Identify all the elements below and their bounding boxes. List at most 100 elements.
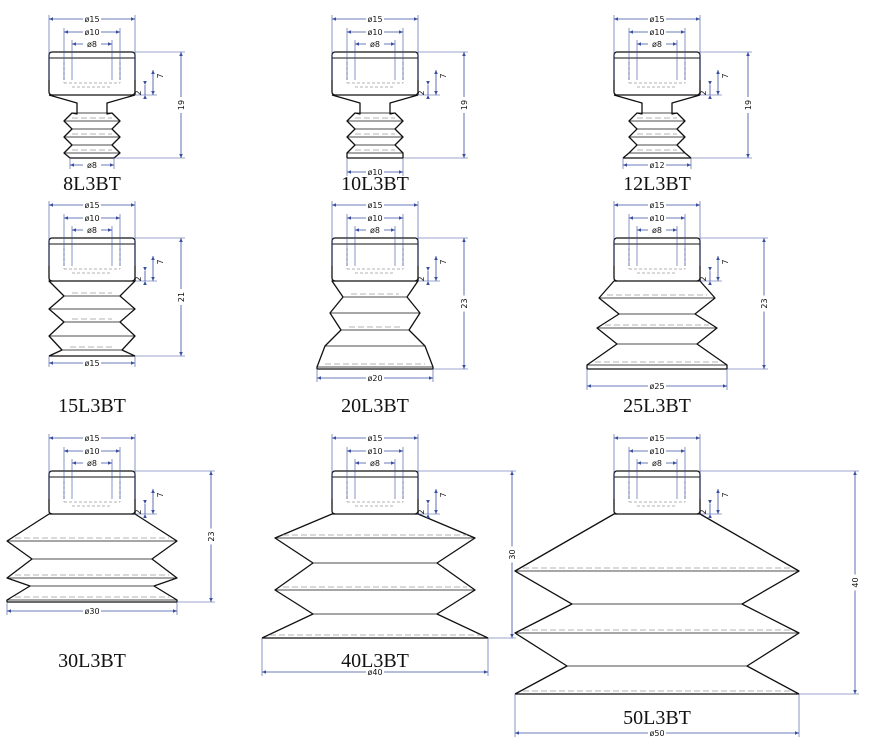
dimension-arrowhead <box>355 228 359 232</box>
dimension-top-diameter-label: ø15 <box>367 434 382 443</box>
dimension-top-diameter-label: ø15 <box>649 15 664 24</box>
dimension-arrowhead <box>762 365 766 369</box>
dimension-top-diameter-label-bg <box>83 433 101 441</box>
dimension-arrowhead <box>696 17 700 21</box>
dimension-arrowhead <box>687 163 691 167</box>
dimension-inner-diameter-label-bg <box>648 458 666 466</box>
bellows-outline-right <box>119 280 136 357</box>
bellows-outline-left <box>6 513 53 602</box>
dimension-arrowhead <box>179 238 183 242</box>
dimension-arrowhead <box>143 95 147 99</box>
dimension-arrowhead <box>151 489 155 493</box>
dimension-arrowhead <box>681 216 685 220</box>
dimension-top-diameter-label-bg <box>366 200 384 208</box>
dimension-inner-diameter-label: ø8 <box>652 40 662 49</box>
model-caption: 8L3BT <box>63 173 121 195</box>
dimension-7-label: 7 <box>721 492 730 497</box>
dimension-arrowhead <box>131 17 135 21</box>
dimension-arrowhead <box>614 436 618 440</box>
height-label-bg <box>507 546 517 563</box>
dimension-inner-diameter-label-bg <box>648 225 666 233</box>
dimension-arrowhead <box>116 30 120 34</box>
dimension-arrowhead <box>762 238 766 242</box>
dimension-arrowhead <box>426 500 430 504</box>
bellows-outline-left <box>331 94 361 158</box>
dimension-arrowhead <box>179 52 183 56</box>
dimension-arrowhead <box>434 70 438 74</box>
dimension-arrowhead <box>391 228 395 232</box>
dimension-arrowhead <box>347 30 351 34</box>
dimension-mid-diameter-label-bg <box>366 213 384 221</box>
dimension-base-diameter-label: ø50 <box>649 729 664 738</box>
dimension-arrowhead <box>143 514 147 518</box>
dimension-arrowhead <box>143 500 147 504</box>
cup-cap-outline <box>331 470 419 515</box>
dimension-arrowhead <box>72 42 76 46</box>
dimension-2-label: 2 <box>699 276 708 281</box>
dimension-arrowhead <box>434 256 438 260</box>
dimension-arrowhead <box>209 598 213 602</box>
bellows-outline-right <box>389 94 419 158</box>
dimension-height-label: 23 <box>460 298 469 308</box>
dimension-arrowhead <box>332 203 336 207</box>
dimension-height-label: 23 <box>207 531 216 541</box>
dimension-mid-diameter-label-bg <box>83 27 101 35</box>
height-label-bg <box>459 97 469 113</box>
model-caption: 10L3BT <box>341 173 409 195</box>
dimension-arrowhead <box>143 267 147 271</box>
dimension-height-label: 19 <box>744 100 753 110</box>
dimension-inner-diameter-label-bg <box>366 225 384 233</box>
dimension-base-diameter-label: ø20 <box>367 374 382 383</box>
dimension-7-label: 7 <box>439 73 448 78</box>
dimension-base-diameter-label: ø25 <box>649 382 664 391</box>
model-caption: 30L3BT <box>58 650 126 672</box>
dimension-arrowhead <box>614 17 618 21</box>
dimension-base-diameter-label-bg <box>648 728 666 736</box>
dimension-inner-diameter-label-bg <box>83 39 101 47</box>
dimension-arrowhead <box>853 471 857 475</box>
dimension-2-label: 2 <box>134 90 143 95</box>
bellows-outline-right <box>414 513 489 639</box>
dimension-base-diameter-label-bg <box>366 167 384 175</box>
dimension-arrowhead <box>332 436 336 440</box>
dimension-arrowhead <box>746 154 750 158</box>
dimension-base-diameter-label-bg <box>83 606 101 614</box>
dimension-arrowhead <box>131 361 135 365</box>
dimension-2-label: 2 <box>417 509 426 514</box>
dimension-arrowhead <box>696 203 700 207</box>
dimension-top-diameter-label: ø15 <box>84 15 99 24</box>
dimension-arrowhead <box>716 256 720 260</box>
dimension-arrowhead <box>399 216 403 220</box>
dimension-arrowhead <box>116 449 120 453</box>
height-label-bg <box>850 574 860 591</box>
dimension-2-label: 2 <box>134 276 143 281</box>
dimension-inner-diameter-label: ø8 <box>87 226 97 235</box>
dimension-arrowhead <box>110 163 114 167</box>
dimension-arrowhead <box>637 228 641 232</box>
dimension-arrowhead <box>7 609 11 613</box>
dimension-arrowhead <box>64 30 68 34</box>
dimension-arrowhead <box>131 436 135 440</box>
dimension-height-label: 19 <box>460 100 469 110</box>
dimension-arrowhead <box>209 471 213 475</box>
dimension-arrowhead <box>426 81 430 85</box>
dimension-arrowhead <box>434 489 438 493</box>
dimension-7-label: 7 <box>439 492 448 497</box>
height-label-bg <box>176 289 186 305</box>
dimension-arrowhead <box>716 91 720 95</box>
bellows-outline-right <box>406 280 434 369</box>
dimension-mid-diameter-label-bg <box>83 213 101 221</box>
dimension-base-diameter-label-bg <box>648 381 666 389</box>
dimension-arrowhead <box>629 216 633 220</box>
dimension-2-label: 2 <box>134 509 143 514</box>
dimension-top-diameter-label-bg <box>648 200 666 208</box>
dimension-arrowhead <box>399 449 403 453</box>
bellows-outline-left <box>261 513 336 639</box>
dimension-top-diameter-label: ø15 <box>649 434 664 443</box>
dimension-top-diameter-label-bg <box>366 14 384 22</box>
dimension-top-diameter-label: ø15 <box>367 201 382 210</box>
dimension-top-diameter-label-bg <box>83 14 101 22</box>
